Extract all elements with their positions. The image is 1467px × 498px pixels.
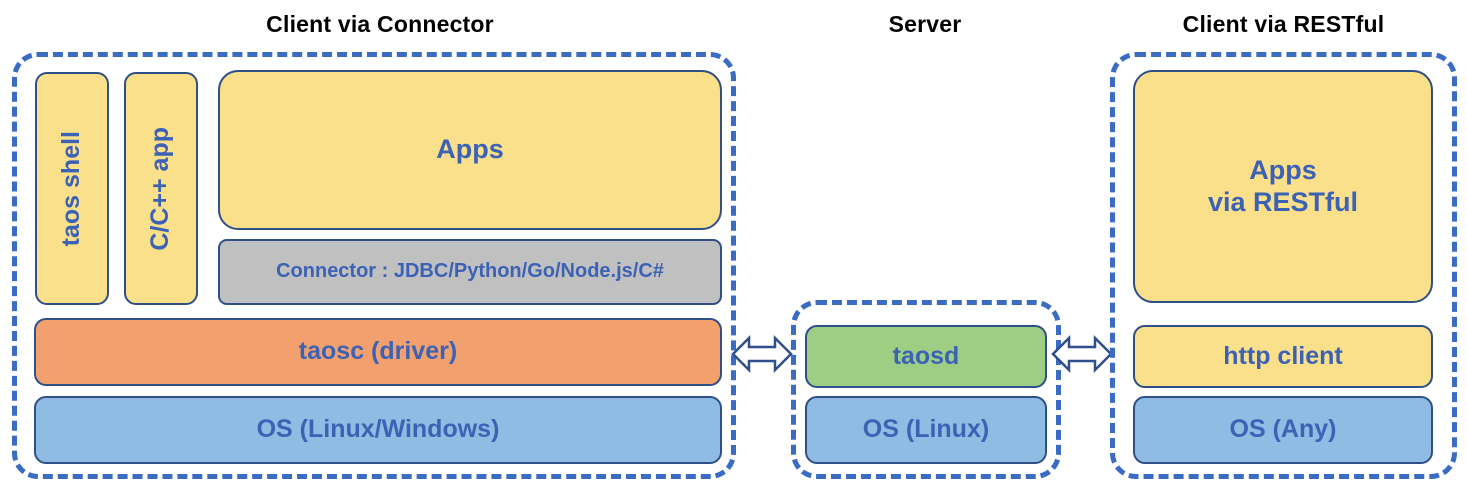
- box-taos-shell-label: taos shell: [57, 130, 86, 247]
- group-client-via-restful: [1110, 52, 1457, 479]
- box-os-any[interactable]: OS (Any): [1133, 396, 1433, 464]
- section-title-client-via-restful: Client via RESTful: [1182, 11, 1385, 37]
- box-connector-libraries[interactable]: Connector : JDBC/Python/Go/Node.js/C#: [218, 239, 722, 305]
- group-client-via-connector: [12, 52, 736, 479]
- box-http-client-label: http client: [1223, 341, 1343, 370]
- box-os-linux-label: OS (Linux): [862, 415, 990, 444]
- bidirectional-arrow-icon-left: [731, 330, 793, 378]
- box-connector-libraries-label: Connector : JDBC/Python/Go/Node.js/C#: [276, 260, 664, 283]
- box-taos-shell[interactable]: taos shell: [35, 72, 109, 305]
- section-title-client-via-connector: Client via Connector: [266, 11, 494, 37]
- box-http-client[interactable]: http client: [1133, 325, 1433, 388]
- box-apps-via-restful[interactable]: Apps via RESTful: [1133, 70, 1433, 303]
- box-apps-via-restful-label-line1: Apps: [1249, 154, 1317, 185]
- box-apps-via-restful-label: Apps via RESTful: [1208, 155, 1358, 219]
- box-apps-via-restful-label-line2: via RESTful: [1207, 186, 1359, 217]
- box-taosc-driver[interactable]: taosc (driver): [34, 318, 722, 386]
- box-taosc-driver-label: taosc (driver): [298, 337, 458, 366]
- section-title-server: Server: [888, 11, 962, 37]
- box-os-any-label: OS (Any): [1229, 415, 1337, 444]
- box-apps[interactable]: Apps: [218, 70, 722, 230]
- box-os-linux-windows-label: OS (Linux/Windows): [256, 415, 500, 444]
- box-apps-label: Apps: [436, 134, 504, 165]
- box-taosd[interactable]: taosd: [805, 325, 1047, 388]
- box-os-linux-windows[interactable]: OS (Linux/Windows): [34, 396, 722, 464]
- group-server: [791, 300, 1061, 479]
- bidirectional-arrow-icon-right: [1051, 330, 1113, 378]
- box-os-linux[interactable]: OS (Linux): [805, 396, 1047, 464]
- box-c-cpp-app[interactable]: C/C++ app: [124, 72, 198, 305]
- box-c-cpp-app-label: C/C++ app: [146, 126, 175, 251]
- box-taosd-label: taosd: [892, 341, 960, 370]
